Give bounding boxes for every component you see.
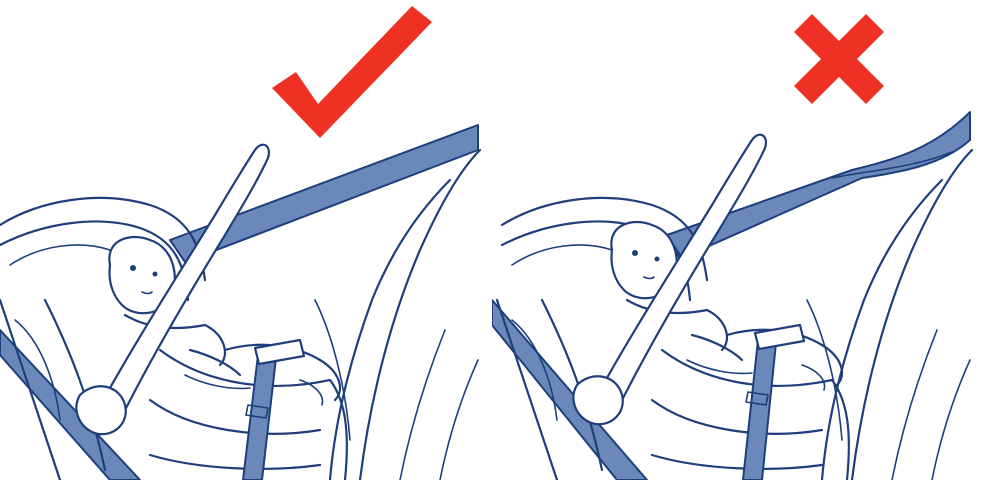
incorrect-installation-illustration <box>492 0 984 480</box>
infant <box>611 222 842 390</box>
correct-installation-illustration <box>0 0 492 480</box>
cross-icon <box>794 14 884 104</box>
correct-installation-panel <box>0 0 492 480</box>
buckle <box>255 340 304 364</box>
incorrect-installation-panel <box>492 0 984 480</box>
crotch-strap <box>743 340 776 480</box>
vehicle-seat <box>807 150 972 480</box>
buckle <box>755 325 804 349</box>
checkmark-icon <box>272 6 432 138</box>
